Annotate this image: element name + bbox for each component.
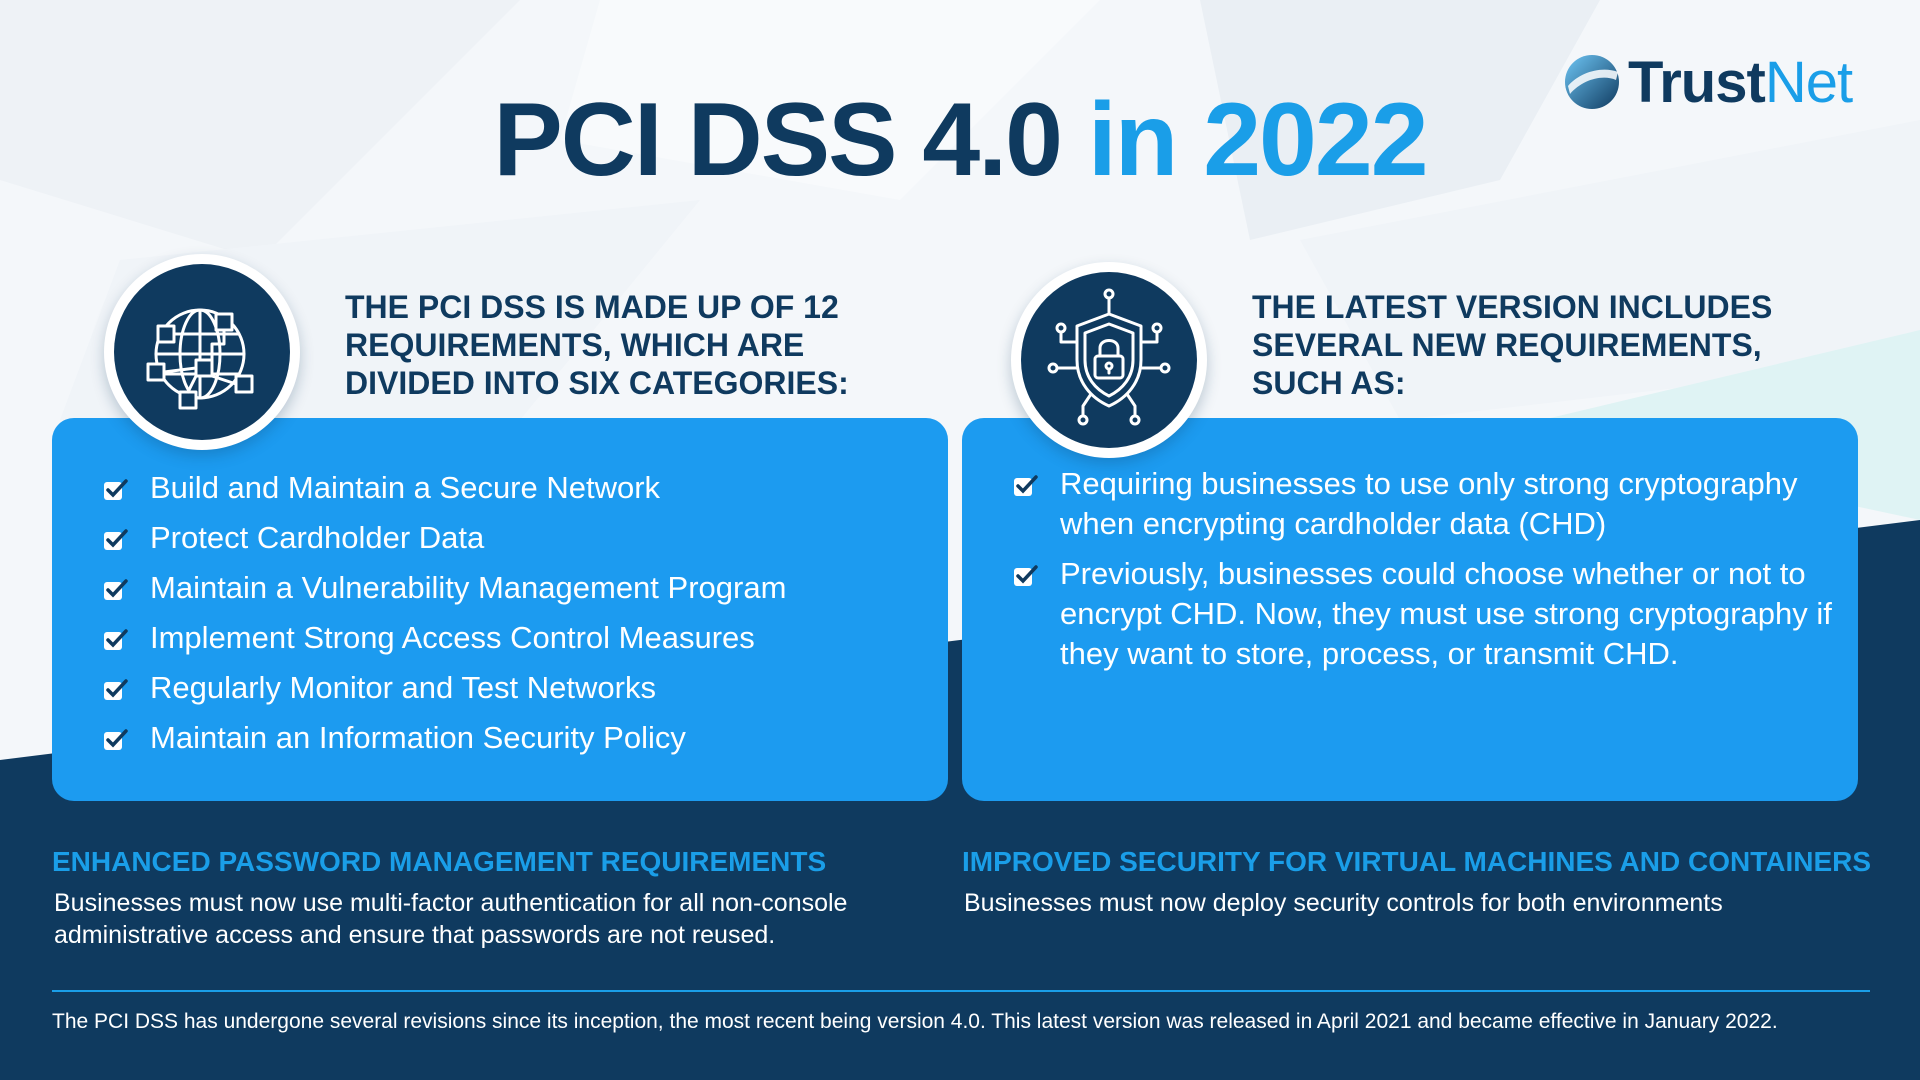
list-item: Maintain a Vulnerability Management Prog… — [102, 568, 922, 608]
shield-lock-badge — [1011, 262, 1207, 458]
checkbox-icon — [1014, 565, 1038, 586]
list-item: Requiring businesses to use only strong … — [1012, 464, 1832, 544]
checkbox-icon — [104, 479, 128, 500]
categories-panel — [52, 418, 948, 801]
list-item-text: Maintain a Vulnerability Management Prog… — [150, 570, 787, 605]
new-requirements-heading: THE LATEST VERSION INCLUDES SEVERAL NEW … — [1252, 289, 1773, 401]
vm-heading: IMPROVED SECURITY FOR VIRTUAL MACHINES A… — [962, 846, 1872, 877]
categories-list: Build and Maintain a Secure Network Prot… — [102, 468, 922, 768]
checkbox-icon — [104, 729, 128, 750]
list-item: Regularly Monitor and Test Networks — [102, 668, 922, 708]
title-part-1: PCI DSS 4.0 — [493, 82, 1063, 198]
list-item: Protect Cardholder Data — [102, 518, 922, 558]
list-item: Build and Maintain a Secure Network — [102, 468, 922, 508]
list-item: Previously, businesses could choose whet… — [1012, 554, 1832, 674]
shield-lock-badge-inner — [1021, 272, 1197, 448]
list-item-text: Regularly Monitor and Test Networks — [150, 670, 656, 705]
footnote: The PCI DSS has undergone several revisi… — [52, 1010, 1778, 1033]
list-item: Implement Strong Access Control Measures — [102, 618, 922, 658]
trustnet-logo: TrustNet — [1562, 48, 1882, 118]
checkbox-icon — [104, 529, 128, 550]
list-item-text: Build and Maintain a Secure Network — [150, 470, 661, 505]
logo-trust-text: Trust — [1628, 50, 1766, 115]
logo-net-text: Net — [1764, 50, 1853, 115]
new-requirements-list: Requiring businesses to use only strong … — [1012, 464, 1832, 684]
list-item-text: Implement Strong Access Control Measures — [150, 620, 755, 655]
checkbox-icon — [104, 579, 128, 600]
checkbox-icon — [1014, 475, 1038, 496]
footer-divider — [52, 990, 1870, 992]
page-title: PCI DSS 4.0 in 2022 — [0, 80, 1920, 200]
trustnet-logo-icon — [1565, 55, 1619, 109]
list-item-text: Protect Cardholder Data — [150, 520, 485, 555]
globe-network-badge — [104, 254, 300, 450]
password-text: Businesses must now use multi-factor aut… — [54, 889, 848, 949]
shield-lock-icon — [1047, 288, 1171, 426]
vm-text: Businesses must now deploy security cont… — [964, 889, 1723, 917]
categories-heading: THE PCI DSS IS MADE UP OF 12 REQUIREMENT… — [345, 289, 849, 401]
title-part-2: in 2022 — [1087, 82, 1429, 198]
checkbox-icon — [104, 679, 128, 700]
checkbox-icon — [104, 629, 128, 650]
list-item-text: Previously, businesses could choose whet… — [1060, 556, 1832, 671]
list-item-text: Maintain an Information Security Policy — [150, 720, 686, 755]
password-heading: ENHANCED PASSWORD MANAGEMENT REQUIREMENT… — [52, 846, 827, 877]
trustnet-wordmark: TrustNet — [1628, 50, 1853, 116]
globe-network-icon — [146, 308, 254, 410]
new-requirements-panel — [962, 418, 1858, 801]
list-item-text: Requiring businesses to use only strong … — [1060, 466, 1798, 541]
list-item: Maintain an Information Security Policy — [102, 718, 922, 758]
globe-network-badge-inner — [114, 264, 290, 440]
